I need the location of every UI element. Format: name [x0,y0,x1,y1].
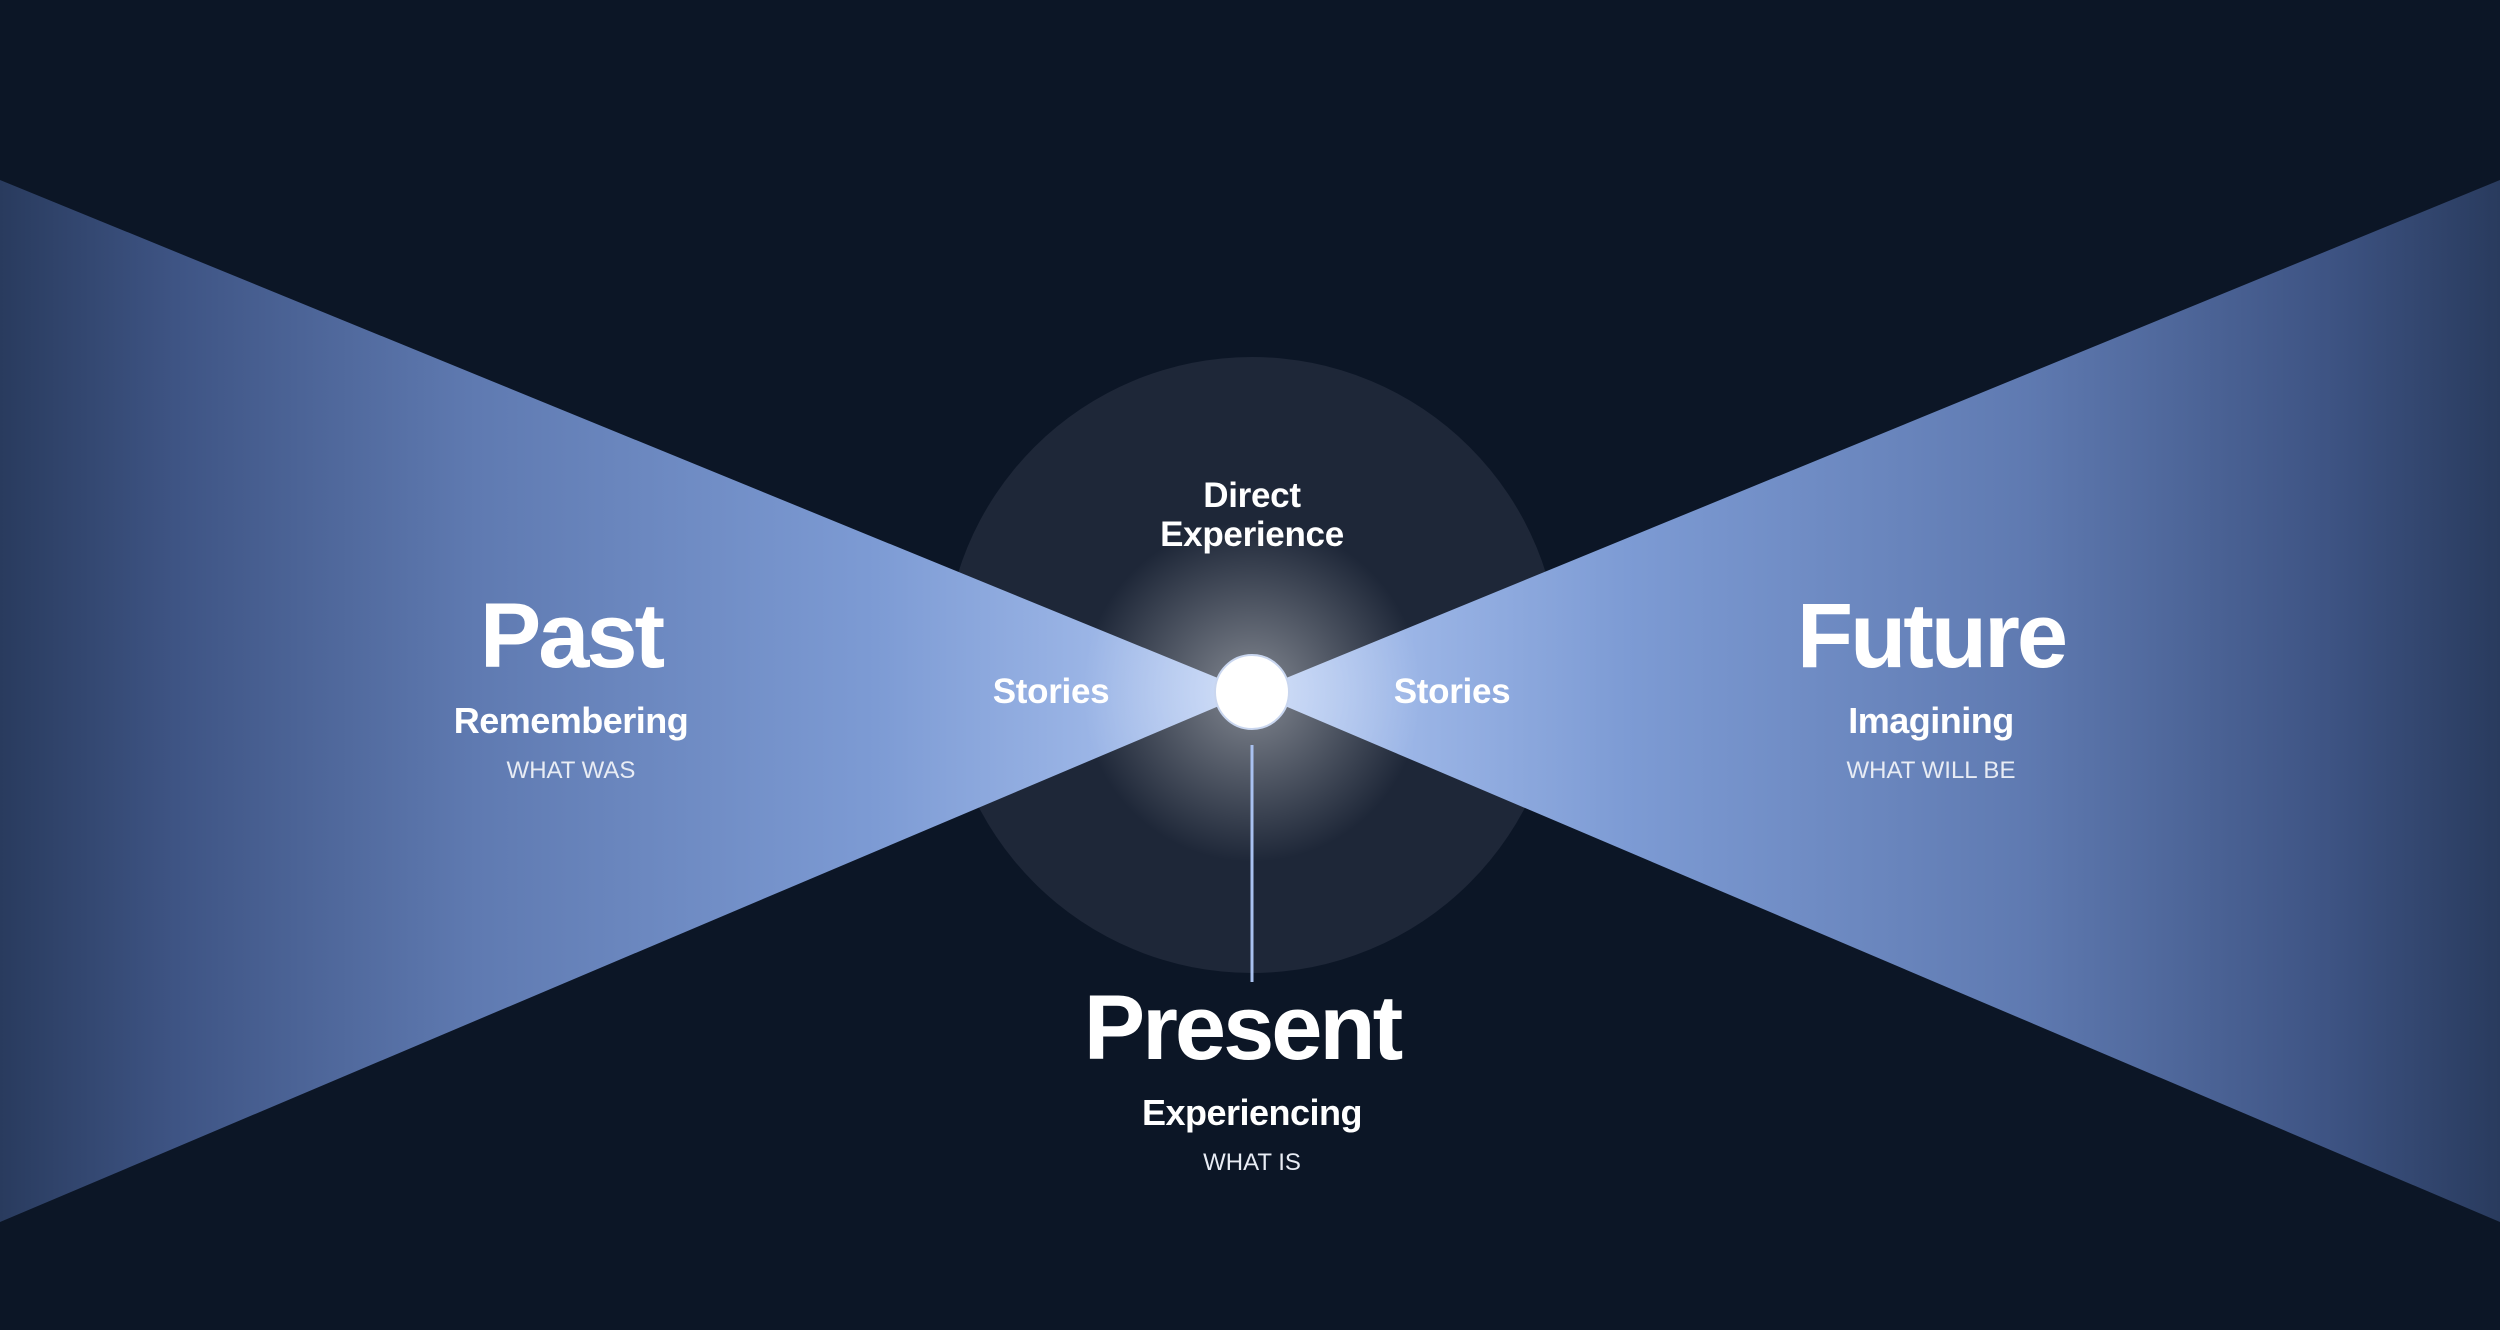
present-focal-point [1214,654,1290,730]
direct-experience-label: Direct Experience [1102,476,1402,554]
future-title: Future [1796,585,2068,687]
past-caption: WHAT WAS [506,757,636,784]
direct-experience-line1: Direct [1203,476,1301,515]
future-caption: WHAT WILL BE [1846,757,2016,784]
present-subtitle: Experiencing [1141,1092,1363,1133]
present-caption: WHAT IS [1203,1149,1301,1176]
stories-right-label: Stories [1393,672,1511,711]
past-title: Past [479,585,665,687]
future-subtitle: Imagining [1848,700,2014,741]
stories-left-label: Stories [992,672,1110,711]
past-subtitle: Remembering [453,700,689,741]
direct-experience-line2: Experience [1160,515,1344,555]
past-beam [0,180,1252,1222]
present-title: Present [1083,977,1404,1079]
future-beam [1252,180,2500,1222]
